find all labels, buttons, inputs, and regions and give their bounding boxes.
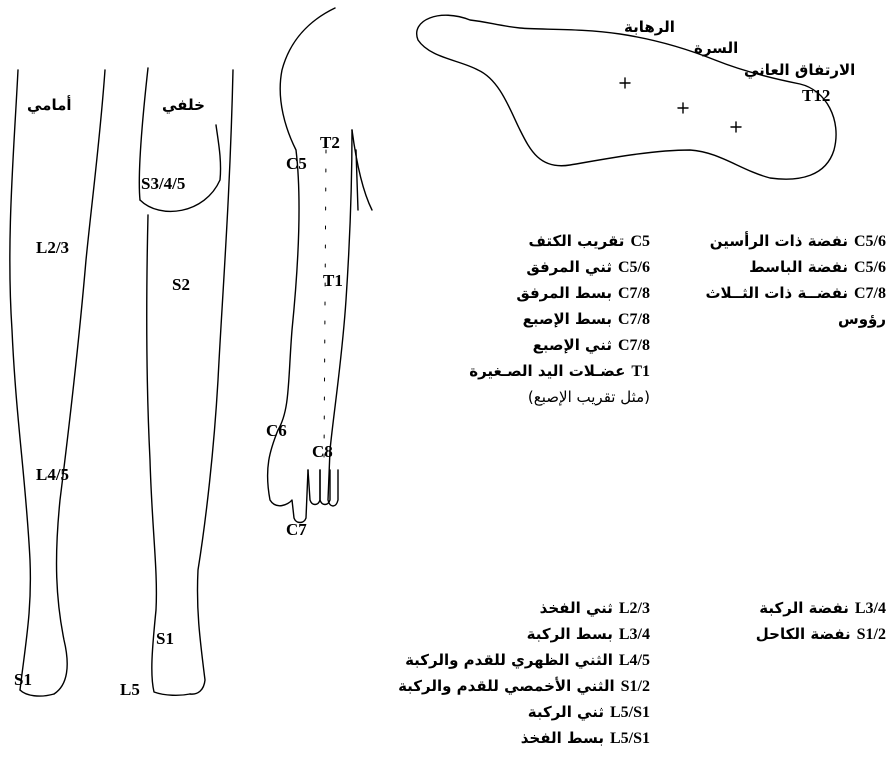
- list-item: رؤوس: [705, 306, 886, 332]
- list-item: L3/4نفضة الركبة: [756, 595, 886, 621]
- dermatome-s1-back: S1: [156, 630, 174, 647]
- leg-reflex-list: L3/4نفضة الركبة S1/2نفضة الكاحل: [756, 595, 886, 647]
- back-label: خلفي: [162, 98, 205, 113]
- dermatome-l45: L4/5: [36, 466, 69, 483]
- list-item: L5/S1ثني الركبة: [398, 699, 650, 725]
- dermatome-s345: S3/4/5: [141, 175, 185, 192]
- label-t12: T12: [802, 87, 830, 104]
- list-item: (مثل تقريب الإصبع): [469, 384, 650, 410]
- arm-motor-list: C5تقريب الكتف C5/6ثني المرفق C7/8بسط الم…: [469, 228, 650, 410]
- list-item: S1/2نفضة الكاحل: [756, 621, 886, 647]
- dermatome-s1-front: S1: [14, 671, 32, 688]
- dermatome-t2: T2: [320, 134, 340, 151]
- list-item: C7/8ثني الإصبع: [469, 332, 650, 358]
- list-item: C5/6نفضة الباسط: [705, 254, 886, 280]
- list-item: C5/6ثني المرفق: [469, 254, 650, 280]
- dermatome-l5: L5: [120, 681, 140, 698]
- dermatome-c5: C5: [286, 155, 307, 172]
- dermatome-s2: S2: [172, 276, 190, 293]
- list-item: C7/8بسط الإصبع: [469, 306, 650, 332]
- back-leg-outline: [139, 68, 233, 695]
- list-item: C5/6نفضة ذات الرأسين: [705, 228, 886, 254]
- label-nipple: الرهابة: [624, 20, 675, 35]
- front-leg-outline: [10, 70, 105, 696]
- arm-reflex-list: C5/6نفضة ذات الرأسين C5/6نفضة الباسط C7/…: [705, 228, 886, 332]
- dermatome-c7: C7: [286, 521, 307, 538]
- front-label: أمامي: [27, 98, 72, 113]
- list-item: C7/8بسط المرفق: [469, 280, 650, 306]
- list-item: S1/2الثني الأخمصي للقدم والركبة: [398, 673, 650, 699]
- dermatome-c6: C6: [266, 422, 287, 439]
- list-item: L5/S1بسط الفخذ: [398, 725, 650, 751]
- list-item: L4/5الثني الظهري للقدم والركبة: [398, 647, 650, 673]
- dermatome-l23: L2/3: [36, 239, 69, 256]
- label-navel: السرة: [694, 41, 738, 56]
- dermatome-t1: T1: [323, 272, 343, 289]
- list-item: C7/8نفضــة ذات الثــلاث: [705, 280, 886, 306]
- list-item: C5تقريب الكتف: [469, 228, 650, 254]
- list-item: L3/4بسط الركبة: [398, 621, 650, 647]
- dermatome-c8: C8: [312, 443, 333, 460]
- leg-motor-list: L2/3ثني الفخذ L3/4بسط الركبة L4/5الثني ا…: [398, 595, 650, 751]
- list-item: T1عضـلات اليد الصـغيرة: [469, 358, 650, 384]
- label-pubic: الارتفاق العاني: [744, 63, 855, 78]
- list-item: L2/3ثني الفخذ: [398, 595, 650, 621]
- body-outline: [417, 15, 836, 179]
